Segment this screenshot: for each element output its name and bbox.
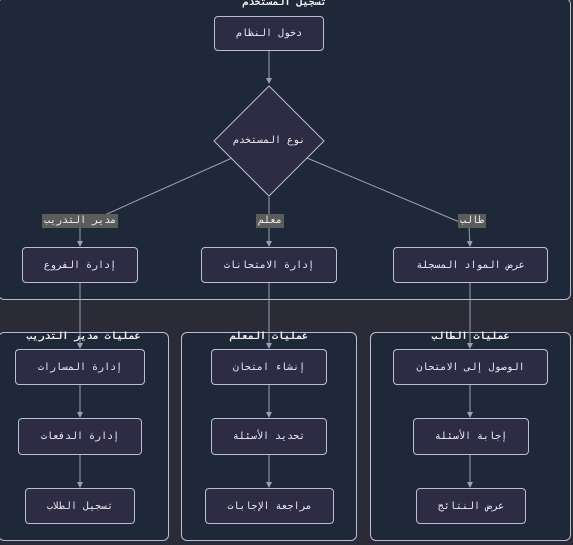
decision-diamond-shape	[213, 85, 325, 197]
cluster-title-admin: عمليات مدير التدريب	[26, 331, 141, 342]
edge-label-student: طالب	[458, 214, 487, 228]
view-courses-node[interactable]: عرض المواد المسجلة	[393, 247, 548, 283]
user-type-decision[interactable]: نوع المستخدم	[213, 85, 325, 197]
register-students-node[interactable]: تسجيل الطلاب	[25, 488, 135, 524]
cluster-title-student: عمليات الطالب	[431, 331, 510, 342]
manage-branches-node[interactable]: إدارة الفروع	[22, 247, 138, 283]
answer-questions-node[interactable]: إجابة الأسئلة	[413, 418, 529, 455]
select-questions-node[interactable]: تحديد الأسئلة	[211, 418, 327, 455]
manage-exams-node[interactable]: إدارة الامتحانات	[201, 247, 337, 283]
access-exam-node[interactable]: الوصول إلى الامتحان	[393, 349, 548, 385]
login-node[interactable]: دخول النظام	[214, 16, 324, 51]
edge-label-teacher: معلم	[256, 214, 285, 228]
view-results-node[interactable]: عرض النتائج	[416, 488, 526, 524]
user-type-label: نوع المستخدم	[232, 135, 306, 146]
cluster-title-registration: تسجيل المستخدم	[242, 0, 327, 8]
manage-batches-node[interactable]: إدارة الدفعات	[18, 418, 142, 455]
edge-label-admin: مدير التدريب	[42, 214, 119, 228]
cluster-title-teacher: عمليات المعلم	[229, 331, 309, 342]
review-answers-node[interactable]: مراجعة الإجابات	[205, 488, 334, 524]
create-exam-node[interactable]: إنشاء امتحان	[211, 349, 327, 385]
manage-tracks-node[interactable]: إدارة المسارات	[15, 349, 145, 385]
